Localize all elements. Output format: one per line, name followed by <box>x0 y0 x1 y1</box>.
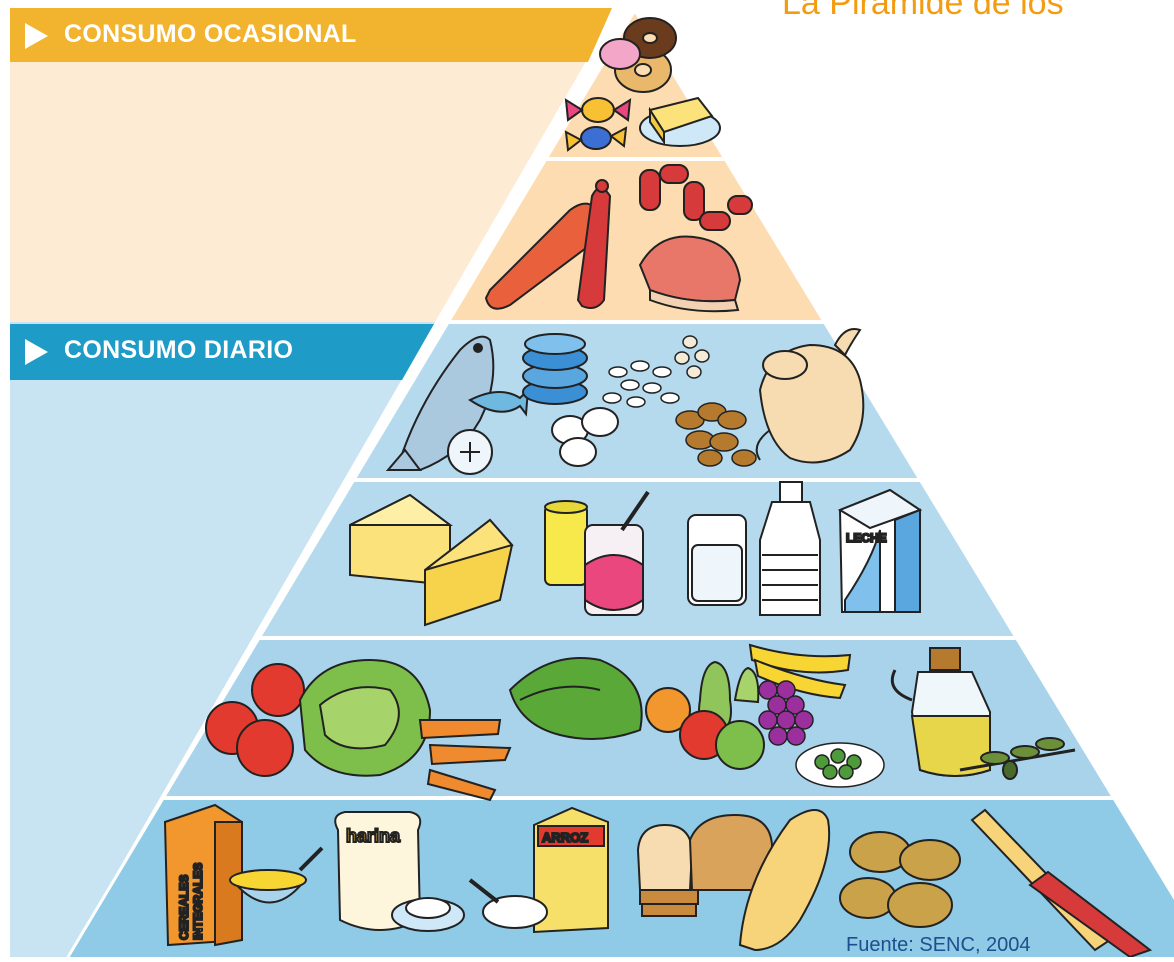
peas-icon <box>796 743 884 787</box>
flour-bag-label: harina <box>346 826 401 846</box>
milk-glass-icon <box>688 515 746 605</box>
cereal-box-label-1: CEREALES <box>177 875 191 940</box>
milk-carton-icon: LECHE <box>840 490 920 612</box>
daily-banner-label: CONSUMO DIARIO <box>64 336 293 365</box>
canned-fish-icon <box>523 334 587 404</box>
cereal-box-icon: CEREALES INTEGRALES <box>165 805 242 945</box>
milk-carton-label: LECHE <box>846 531 887 545</box>
occasional-banner-label: CONSUMO OCASIONAL <box>64 20 357 49</box>
source-caption: Fuente: SENC, 2004 <box>846 934 1031 957</box>
lettuce-icon <box>300 660 430 776</box>
page-title: La Pirámide de los <box>782 0 1064 23</box>
rice-box-label: ARROZ <box>542 830 588 845</box>
cereal-box-label-2: INTEGRALES <box>191 863 205 940</box>
